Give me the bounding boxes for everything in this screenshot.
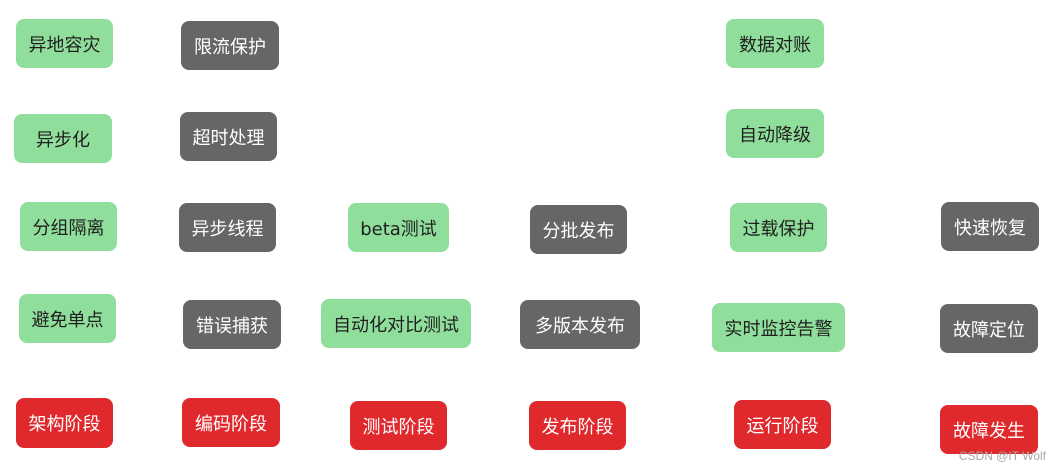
beta-test-box: beta测试 — [348, 203, 449, 252]
fault-locate-box: 故障定位 — [940, 304, 1038, 353]
overload-protect-box: 过载保护 — [730, 203, 827, 252]
batch-release-box: 分批发布 — [530, 205, 627, 254]
watermark-text: CSDN @IT Wolf — [958, 449, 1046, 463]
fast-recovery-box: 快速恢复 — [941, 202, 1039, 251]
rate-limit-box: 限流保护 — [181, 21, 279, 70]
auto-compare-test-box: 自动化对比测试 — [321, 299, 471, 348]
timeout-box: 超时处理 — [180, 112, 277, 161]
disaster-recovery-box: 异地容灾 — [16, 19, 113, 68]
group-isolation-box: 分组隔离 — [20, 202, 117, 251]
stage-operation: 运行阶段 — [734, 400, 831, 449]
multi-version-release-box: 多版本发布 — [520, 300, 640, 349]
stage-testing: 测试阶段 — [350, 401, 447, 450]
stage-coding: 编码阶段 — [182, 398, 280, 447]
stage-architecture: 架构阶段 — [16, 398, 113, 448]
error-catch-box: 错误捕获 — [183, 300, 281, 349]
realtime-alert-box: 实时监控告警 — [712, 303, 845, 352]
stage-failure: 故障发生 — [940, 405, 1038, 454]
async-box: 异步化 — [14, 114, 112, 163]
auto-degrade-box: 自动降级 — [726, 109, 824, 158]
avoid-single-point-box: 避免单点 — [19, 294, 116, 343]
data-reconcile-box: 数据对账 — [726, 19, 824, 68]
stage-release: 发布阶段 — [529, 401, 626, 450]
async-thread-box: 异步线程 — [179, 203, 276, 252]
